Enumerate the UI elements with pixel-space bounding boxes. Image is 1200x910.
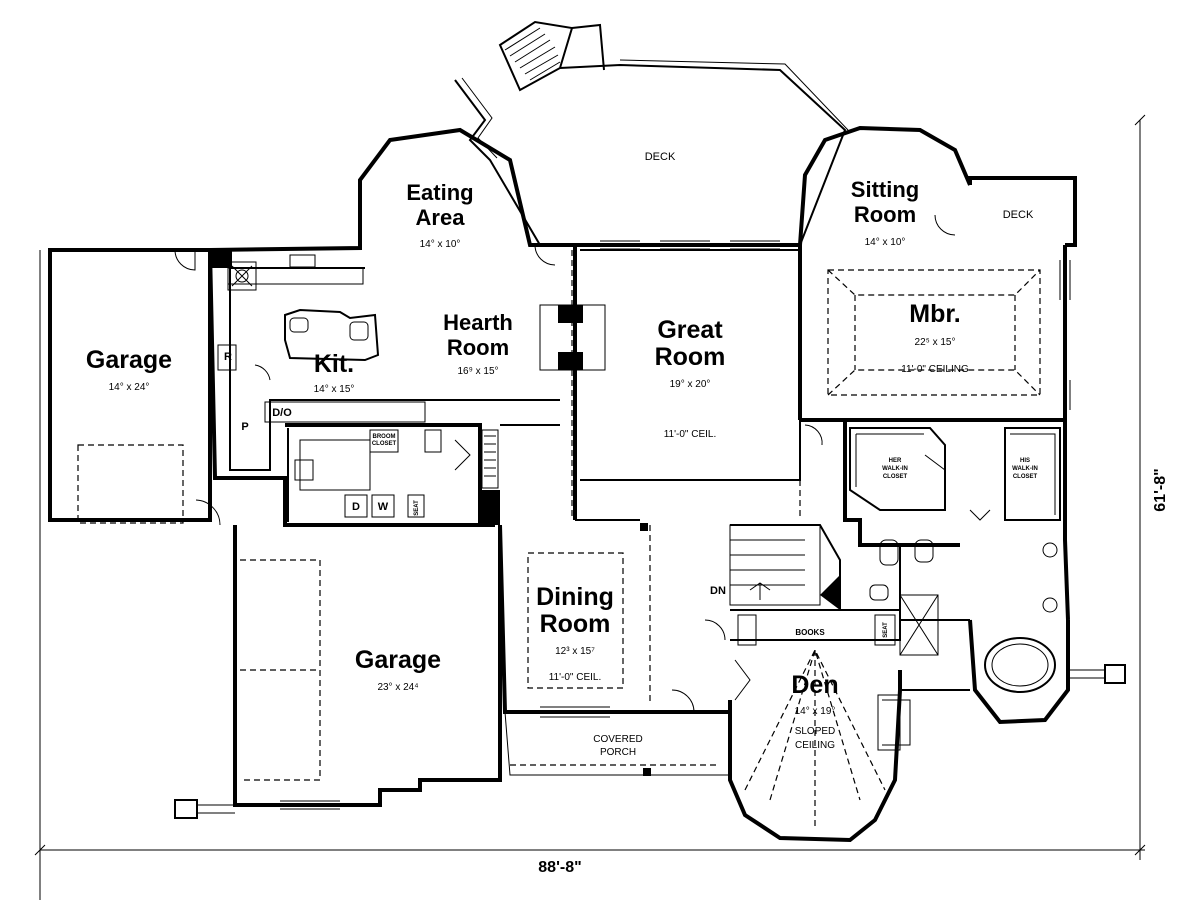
kit-name: Kit. [314, 350, 354, 378]
garage-main-dim: 23° x 24⁴ [377, 682, 418, 693]
laundry-fixtures [294, 429, 500, 525]
seat-label-laundry: SEAT [414, 500, 420, 516]
utility-bumpouts [174, 664, 1126, 819]
porch-posts [504, 523, 730, 776]
dining-room-line2: Room [540, 610, 611, 638]
dashed-lines [77, 250, 1041, 830]
broom-closet-line2: CLOSET [372, 441, 397, 447]
overall-dimensions: 88'-8" 61'-8" [538, 468, 1169, 876]
mbr-name: Mbr. [909, 300, 960, 328]
washer-label: W [378, 501, 389, 513]
bath-fixtures [869, 539, 1058, 693]
mbr-note: 11'-0" CEILING [901, 364, 969, 375]
refrigerator-label: R [224, 351, 232, 363]
porch-line1: COVERED [593, 734, 642, 745]
porch-line2: PORCH [600, 747, 636, 758]
closets [849, 427, 1061, 521]
den-note2: CEILING [795, 740, 835, 751]
hearth-room-line1: Hearth [443, 310, 513, 335]
dining-room-line1: Dining [536, 583, 614, 611]
eating-area-line1: Eating [406, 180, 473, 205]
her-closet-line1: HER [889, 458, 902, 464]
mbr-dim: 22⁵ x 15° [915, 337, 956, 348]
great-room-line1: Great [657, 316, 723, 344]
sitting-room-line2: Room [854, 202, 916, 227]
overall-depth: 61'-8" [1152, 468, 1169, 511]
broom-closet-line1: BROOM [373, 434, 396, 440]
dryer-label: D [352, 501, 360, 513]
exterior-walls [48, 125, 1077, 843]
her-closet-line3: CLOSET [883, 474, 908, 480]
windows [280, 240, 1071, 810]
overall-width: 88'-8" [538, 859, 581, 876]
great-room-line2: Room [655, 343, 726, 371]
deck-top-label: DECK [645, 151, 676, 163]
his-closet-line3: CLOSET [1013, 474, 1038, 480]
seat-label-hall: SEAT [883, 622, 889, 638]
her-closet-line2: WALK-IN [882, 466, 908, 472]
great-room-note: 11'-0" CEIL. [664, 429, 717, 440]
kit-dim: 14° x 15° [314, 384, 355, 395]
doors [174, 214, 991, 713]
interior-stairs [729, 524, 840, 610]
eating-area-dim: 14° x 10° [420, 239, 461, 250]
his-closet-line1: HIS [1020, 458, 1030, 464]
stairs-down-label: DN [710, 585, 726, 597]
hearth-room-line2: Room [447, 335, 509, 360]
books-label: BOOKS [795, 628, 825, 637]
sitting-room-line1: Sitting [851, 177, 919, 202]
garage-left-dim: 14° x 24° [109, 382, 150, 393]
room-labels: DECK DECK Eating Area 14° x 10° Sitting … [86, 151, 1034, 758]
pantry-label: P [241, 421, 248, 433]
fixture-labels: R P D/O D W BROOM CLOSET SEAT SEAT BOOKS… [224, 351, 1038, 638]
kitchen-fixtures [210, 250, 426, 423]
hearth-room-dim: 16⁹ x 15° [457, 366, 498, 377]
garage-left-name: Garage [86, 346, 172, 374]
garage-main-name: Garage [355, 646, 441, 674]
great-room-dim: 19° x 20° [670, 379, 711, 390]
eating-area-line2: Area [416, 205, 466, 230]
dimension-lines [34, 114, 1146, 900]
den-note1: SLOPED [795, 726, 836, 737]
sitting-room-dim: 14° x 10° [865, 237, 906, 248]
deck-side-label: DECK [1003, 209, 1034, 221]
his-closet-line2: WALK-IN [1012, 466, 1038, 472]
double-oven-label: D/O [272, 407, 292, 419]
dining-room-dim: 12³ x 15⁷ [555, 646, 595, 657]
dining-room-note: 11'-0" CEIL. [549, 672, 602, 683]
den-name: Den [791, 671, 838, 699]
deck-stairs [498, 20, 605, 92]
den-fixtures [737, 614, 911, 751]
fireplace-hearth [539, 304, 606, 371]
den-dim: 14° x 19° [795, 706, 836, 717]
